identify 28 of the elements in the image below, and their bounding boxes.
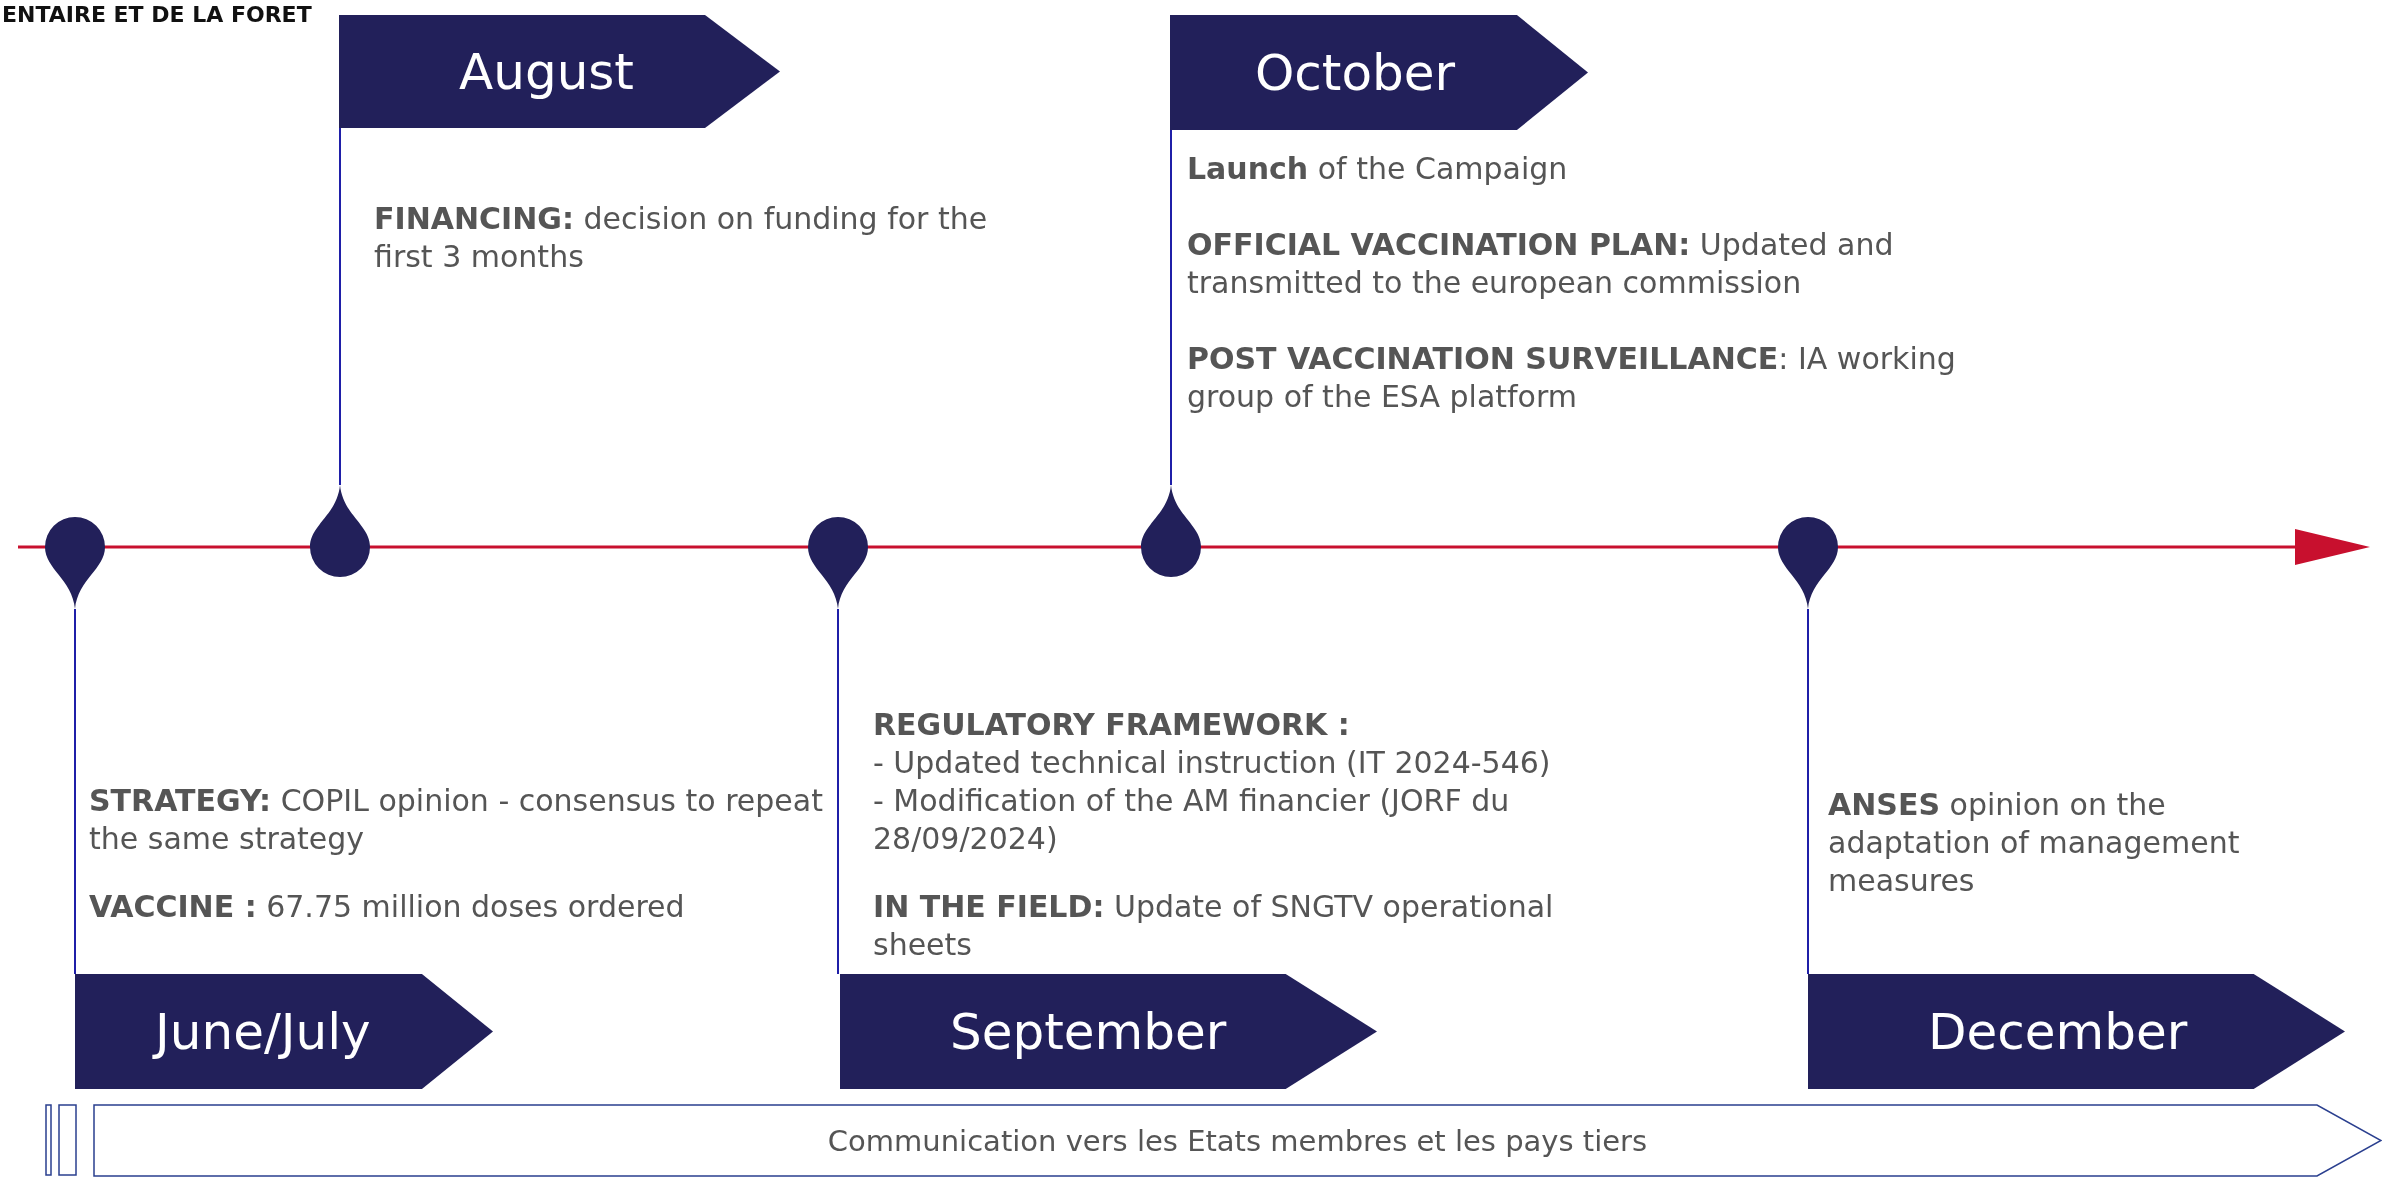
- map-pin-icon: [1141, 485, 1201, 577]
- map-pin-icon: [1778, 517, 1838, 609]
- month-banner: June/July: [75, 974, 493, 1089]
- event-text: POST VACCINATION SURVEILLANCE: IA working group of the ESA platform: [1187, 340, 1957, 416]
- event-text: FINANCING: decision on funding for the first 3 months: [374, 200, 989, 276]
- event-text: VACCINE : 67.75 million doses ordered: [89, 888, 686, 926]
- event-text: - Modification of the AM financier (JORF du 28/09/2024): [873, 782, 1511, 858]
- connector-line: [339, 127, 341, 486]
- event-text: IN THE FIELD: Update of SNGTV operational sheets: [873, 888, 1555, 964]
- map-pin-icon: [808, 517, 868, 609]
- event-text: Launch of the Campaign: [1187, 150, 1569, 188]
- event-text: REGULATORY FRAMEWORK :: [873, 706, 1351, 744]
- connector-line: [837, 608, 839, 975]
- map-pin-icon: [45, 517, 105, 609]
- banner-text: Communication vers les Etats membres et les pays tiers: [826, 1123, 1649, 1158]
- event-text: - Updated technical instruction (IT 2024-546): [873, 744, 1552, 782]
- header-text: ENTAIRE ET DE LA FORET: [2, 2, 312, 27]
- event-text: OFFICIAL VACCINATION PLAN: Updated and transmitted to the european commission: [1187, 226, 1895, 302]
- month-banner: September: [840, 974, 1377, 1089]
- connector-line: [1807, 608, 1809, 975]
- connector-line: [74, 608, 76, 975]
- month-banner: December: [1808, 974, 2345, 1089]
- event-text: STRATEGY: COPIL opinion - consensus to repeat the same strategy: [89, 782, 824, 858]
- map-pin-icon: [310, 485, 370, 577]
- connector-line: [1170, 129, 1172, 486]
- month-banner: October: [1170, 15, 1588, 130]
- event-text: ANSES opinion on the adaptation of management measures: [1828, 786, 2241, 900]
- month-banner: August: [339, 15, 780, 128]
